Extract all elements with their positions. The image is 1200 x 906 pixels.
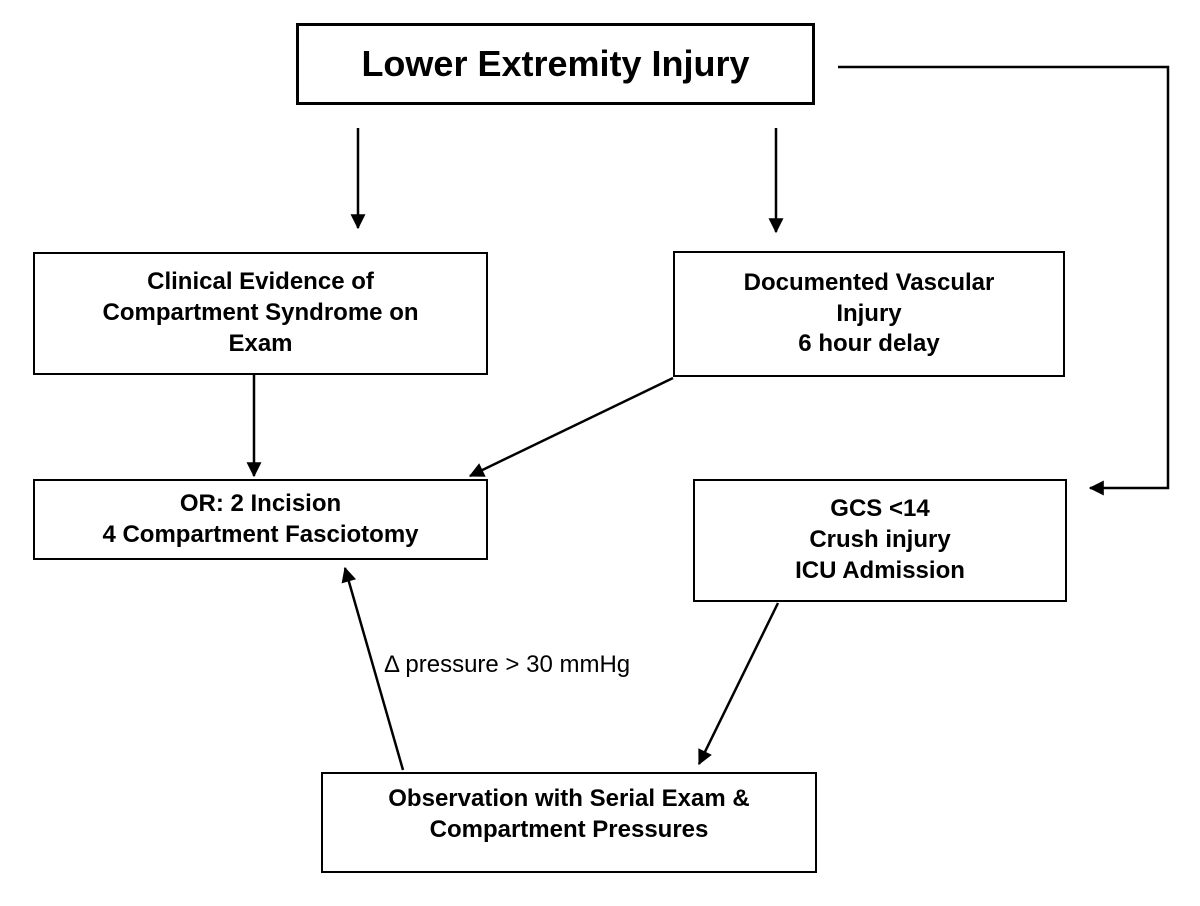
edge-label-delta-pressure: Δ pressure > 30 mmHg [384,651,631,678]
node-observation-serial-exam: Observation with Serial Exam & Compartme… [321,772,817,873]
arrow-vascular-to-fasciotomy [468,376,674,478]
node-documented-vascular-injury: Documented Vascular Injury 6 hour delay [673,251,1065,377]
arrow-gcs-to-observation [697,602,780,766]
node-clinical-evidence-compartment-syndrome: Clinical Evidence of Compartment Syndrom… [33,252,488,375]
node-gcs-crush-icu: GCS <14 Crush injury ICU Admission [693,479,1067,602]
node-or-fasciotomy: OR: 2 Incision 4 Compartment Fasciotomy [33,479,488,560]
node-lower-extremity-injury: Lower Extremity Injury [296,23,815,105]
